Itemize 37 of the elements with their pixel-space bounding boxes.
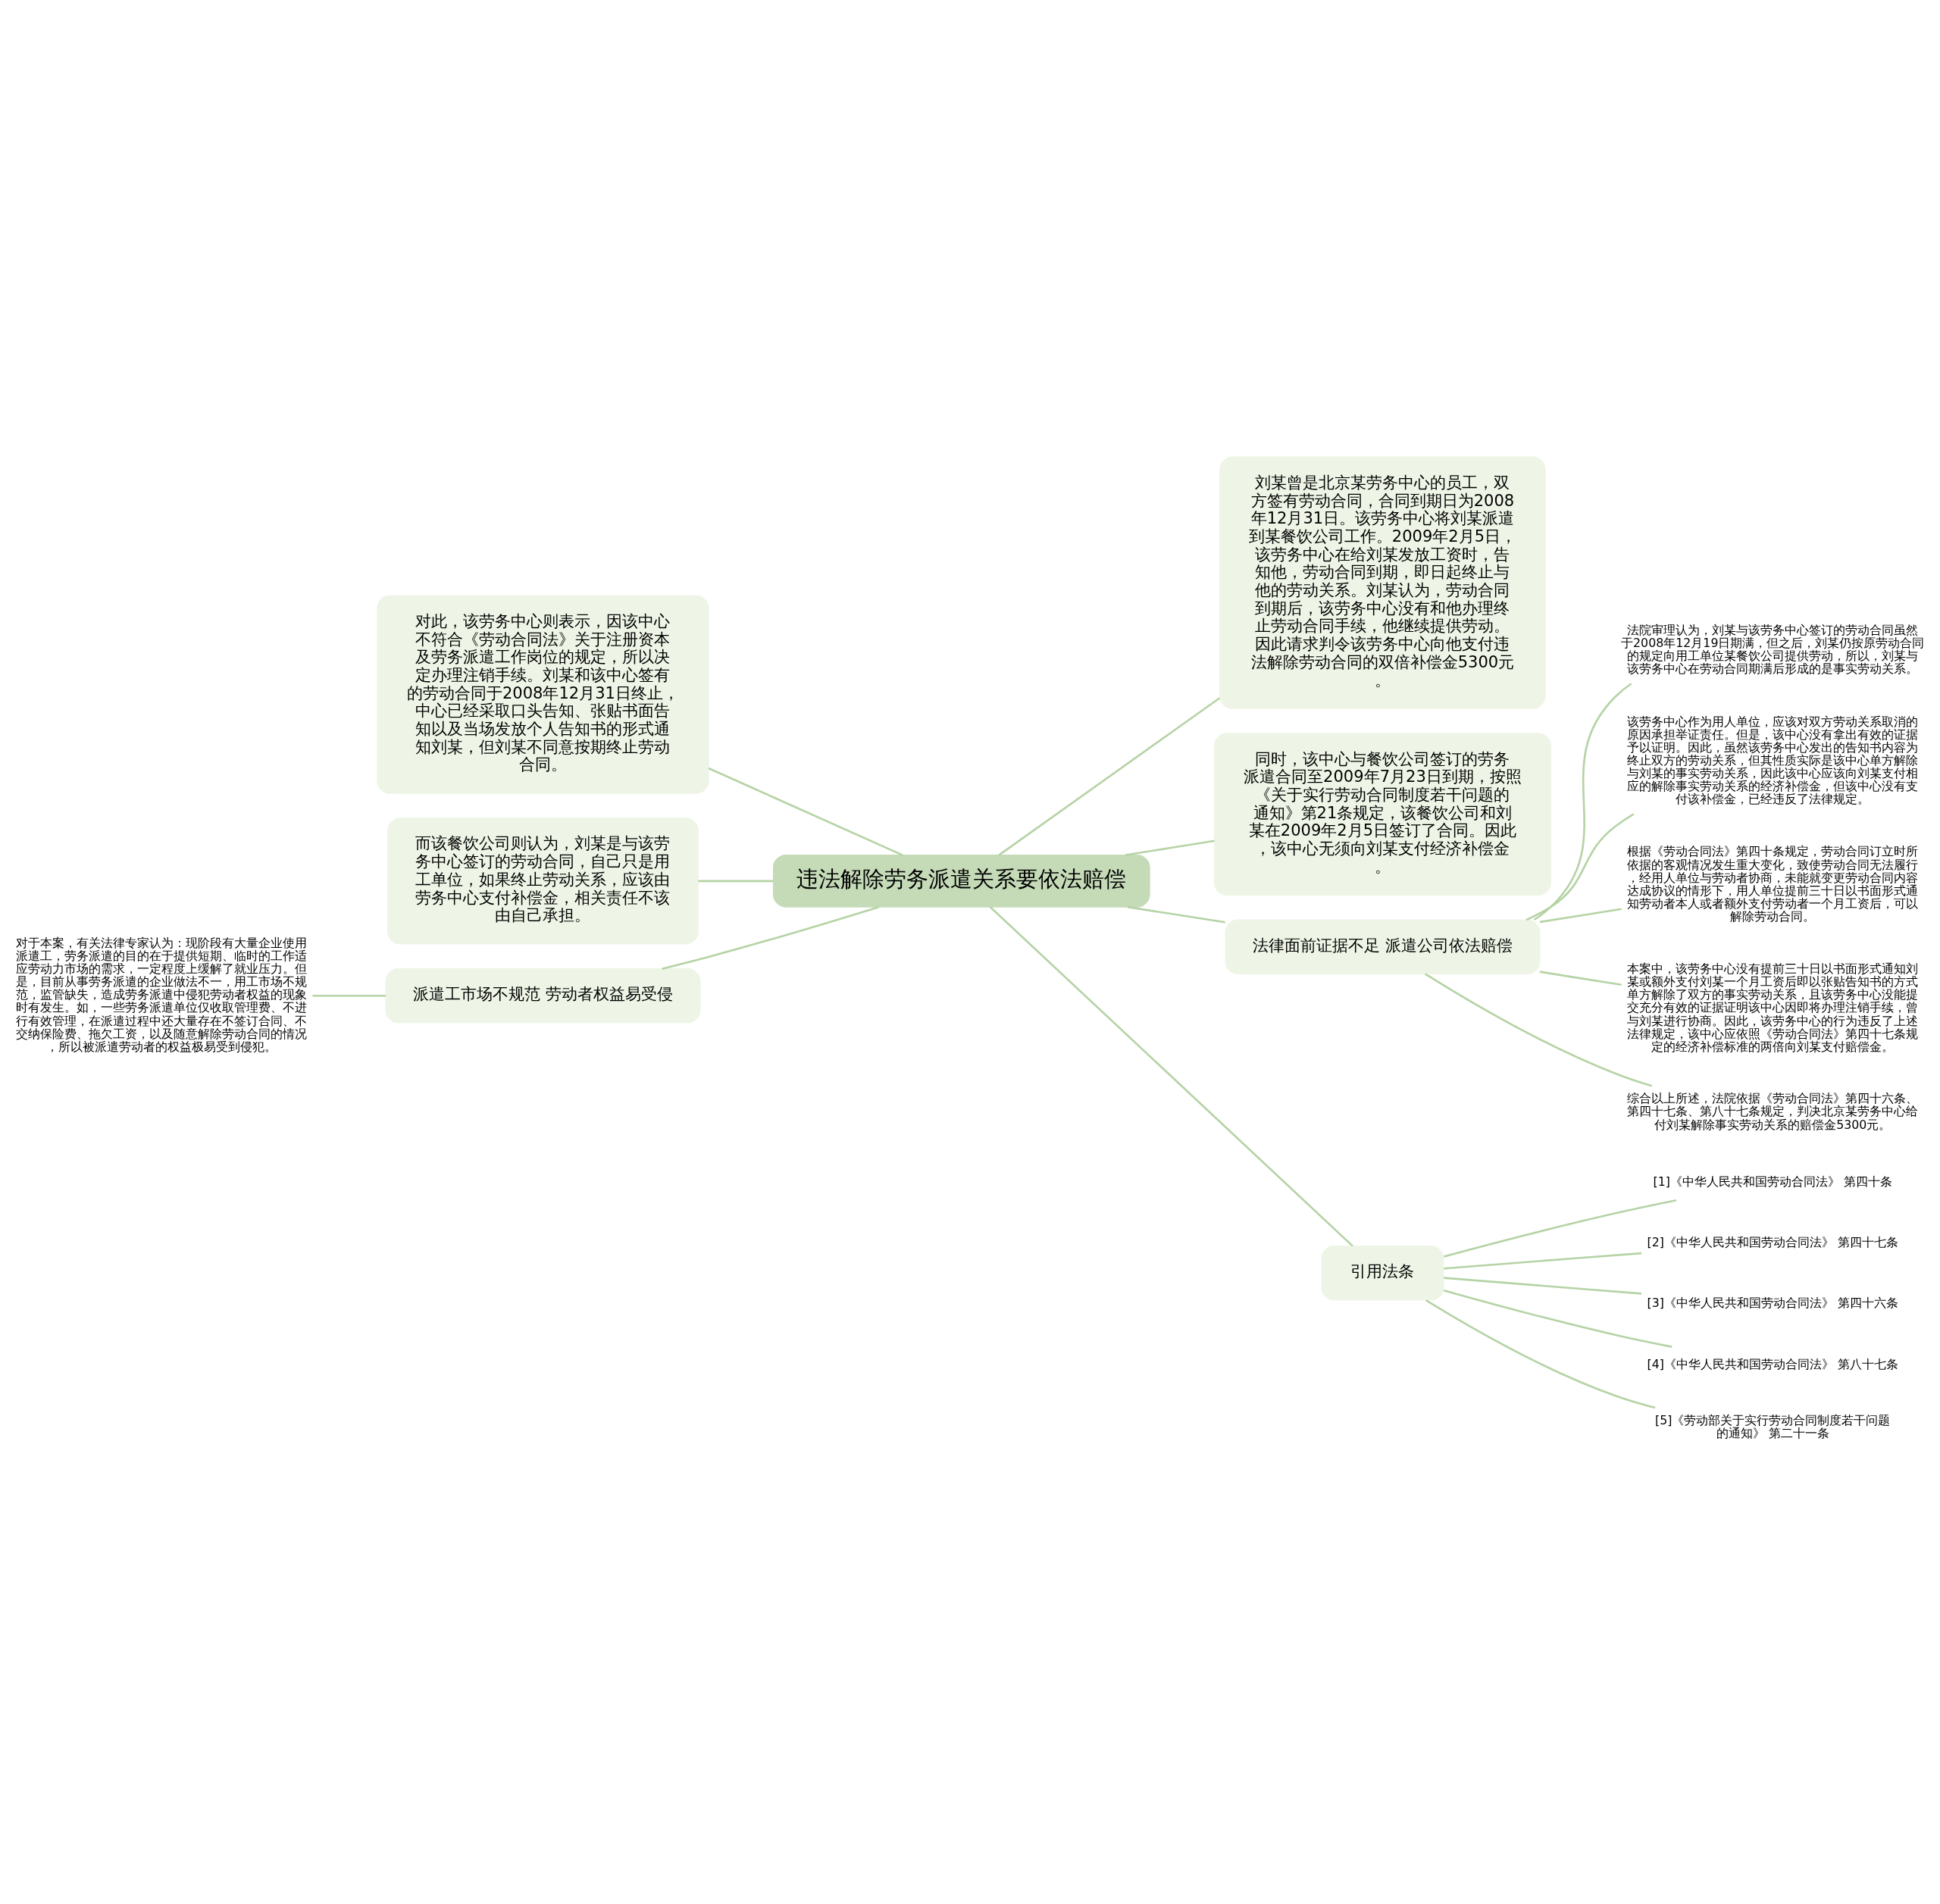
connector xyxy=(708,767,903,856)
connector xyxy=(1533,682,1632,921)
node-text: [3]《中华人民共和国劳动合同法》 第四十六条 xyxy=(1647,1295,1898,1310)
connector xyxy=(1443,1289,1672,1348)
connector xyxy=(698,880,774,882)
node-text: [1]《中华人民共和国劳动合同法》 第四十条 xyxy=(1653,1174,1892,1189)
connector xyxy=(312,994,386,997)
node-text: 法院审理认为，刘某与该劳务中心签订的劳动合同虽然于2008年12月19日期满，但之后，刘某仍按原劳动合同的规定向用工单位某餐饮公司提供劳动，所以，刘某与该劳务中心在劳动合同期满后形成的是事实劳动关系。 xyxy=(1621,622,1925,676)
connector xyxy=(1539,907,1622,923)
connector xyxy=(1425,1299,1656,1408)
connector xyxy=(1128,905,1225,924)
node-text: 对于本案，有关法律专家认为：现阶段有大量企业使用派遣工，劳务派遣的目的在于提供短期、临时的工作适应劳动力市场的需求，一定程度上缓解了就业压力。但是，目前从事劳务派遣的企业做法不一，用工市场不规范，监管缺失，造成劳务派遣中侵犯劳动者权益的现象时有发生。如，一些劳务派遣单位仅收取管理费、不进行有效管理，在派遣过程中还大量存在不签订合同、不交纳保险费、拖欠工资，以及随意解除劳动合同的情况，所以被派遣劳动者的权益极易受到侵犯。 xyxy=(15,935,307,1054)
connector xyxy=(1539,970,1622,986)
node-box: 法律面前证据不足 派遣公司依法赔偿 xyxy=(1225,919,1541,974)
node-text: [5]《劳动部关于实行劳动合同制度若干问题的通知》 第二十一条 xyxy=(1655,1412,1891,1440)
node-text: 该劳务中心作为用人单位，应该对双方劳动关系取消的原因承担举证责任。但是，该中心没有拿出有效的证据予以证明。因此，虽然该劳务中心发出的告知书内容为终止双方的劳动关系，但其性质实际是该中心单方解除与刘某的事实劳动关系，因此该中心应该向刘某支付相应的解除事实劳动关系的经济补偿金，但该中心没有支付该补偿金，已经违反了法律规定。 xyxy=(1627,714,1919,806)
connector xyxy=(1444,1199,1677,1258)
connector xyxy=(662,905,879,970)
node-box: 对此，该劳务中心则表示，因该中心不符合《劳动合同法》关于注册资本及劳务派遣工作岗位的规定，所以决定办理注销手续。刘某和该中心签有的劳动合同于2008年12月31日终止，中心已经采取口头告知、张贴书面告知以及当场发放个人告知书的形式通知刘某，但刘某不同意按期终止劳动合同。 xyxy=(377,595,709,794)
node-box: 引用法条 xyxy=(1321,1245,1444,1300)
connector xyxy=(1444,1252,1642,1269)
connector xyxy=(998,696,1221,856)
node-text: 本案中，该劳务中心没有提前三十日以书面形式通知刘某或额外支付刘某一个月工资后即以张贴告知书的方式单方解除了双方的事实劳动关系，且该劳务中心没能提交充分有效的证据证明该中心因即将办理注销手续，曾与刘某进行协商。因此，该劳务中心的行为违反了上述法律规定，该中心应依照《劳动合同法》第四十七条规定的经济补偿标准的两倍向刘某支付赔偿金。 xyxy=(1627,961,1919,1054)
connector xyxy=(989,905,1353,1247)
node-text: 根据《劳动合同法》第四十条规定，劳动合同订立时所依据的客观情况发生重大变化，致使劳动合同无法履行，经用人单位与劳动者协商，未能就变更劳动合同内容达成协议的情形下，用人单位提前三十日以书面形式通知劳动者本人或者额外支付劳动者一个月工资后，可以解除劳动合同。 xyxy=(1627,843,1919,924)
node-text: [4]《中华人民共和国劳动合同法》 第八十七条 xyxy=(1647,1356,1898,1371)
connector xyxy=(1525,812,1635,921)
node-box: 刘某曾是北京某劳务中心的员工，双方签有劳动合同，合同到期日为2008年12月31日。该劳务中心将刘某派遣到某餐饮公司工作。2009年2月5日，该劳务中心在给刘某发放工资时，告知他，劳动合同到期，即日起终止与他的劳动关系。刘某认为，劳动合同到期后，该劳务中心没有和他办理终止劳动合同手续，他继续提供劳动。因此请求判令该劳务中心向他支付违法解除劳动合同的双倍补偿金5300元。 xyxy=(1219,456,1546,709)
connector xyxy=(1444,1276,1642,1295)
node-box: 同时，该中心与餐饮公司签订的劳务派遣合同至2009年7月23日到期，按照《关于实行劳动合同制度若干问题的通知》第21条规定，该餐饮公司和刘某在2009年2月5日签订了合同。因此，该中心无须向刘某支付经济补偿金。 xyxy=(1213,732,1551,896)
node-box: 派遣工市场不规范 劳动者权益易受侵 xyxy=(385,968,701,1023)
node-text: 综合以上所述，法院依据《劳动合同法》第四十六条、第四十七条、第八十七条规定，判决北京某劳务中心给付刘某解除事实劳动关系的赔偿金5300元。 xyxy=(1627,1090,1919,1132)
node-text: [2]《中华人民共和国劳动合同法》 第四十七条 xyxy=(1647,1234,1898,1249)
connector xyxy=(1125,839,1215,856)
node-box: 违法解除劳务派遣关系要依法赔偿 xyxy=(772,854,1150,908)
connector xyxy=(1424,972,1653,1087)
node-box: 而该餐饮公司则认为，刘某是与该劳务中心签订的劳动合同，自己只是用工单位，如果终止劳动关系，应该由劳务中心支付补偿金，相关责任不该由自己承担。 xyxy=(387,817,699,944)
